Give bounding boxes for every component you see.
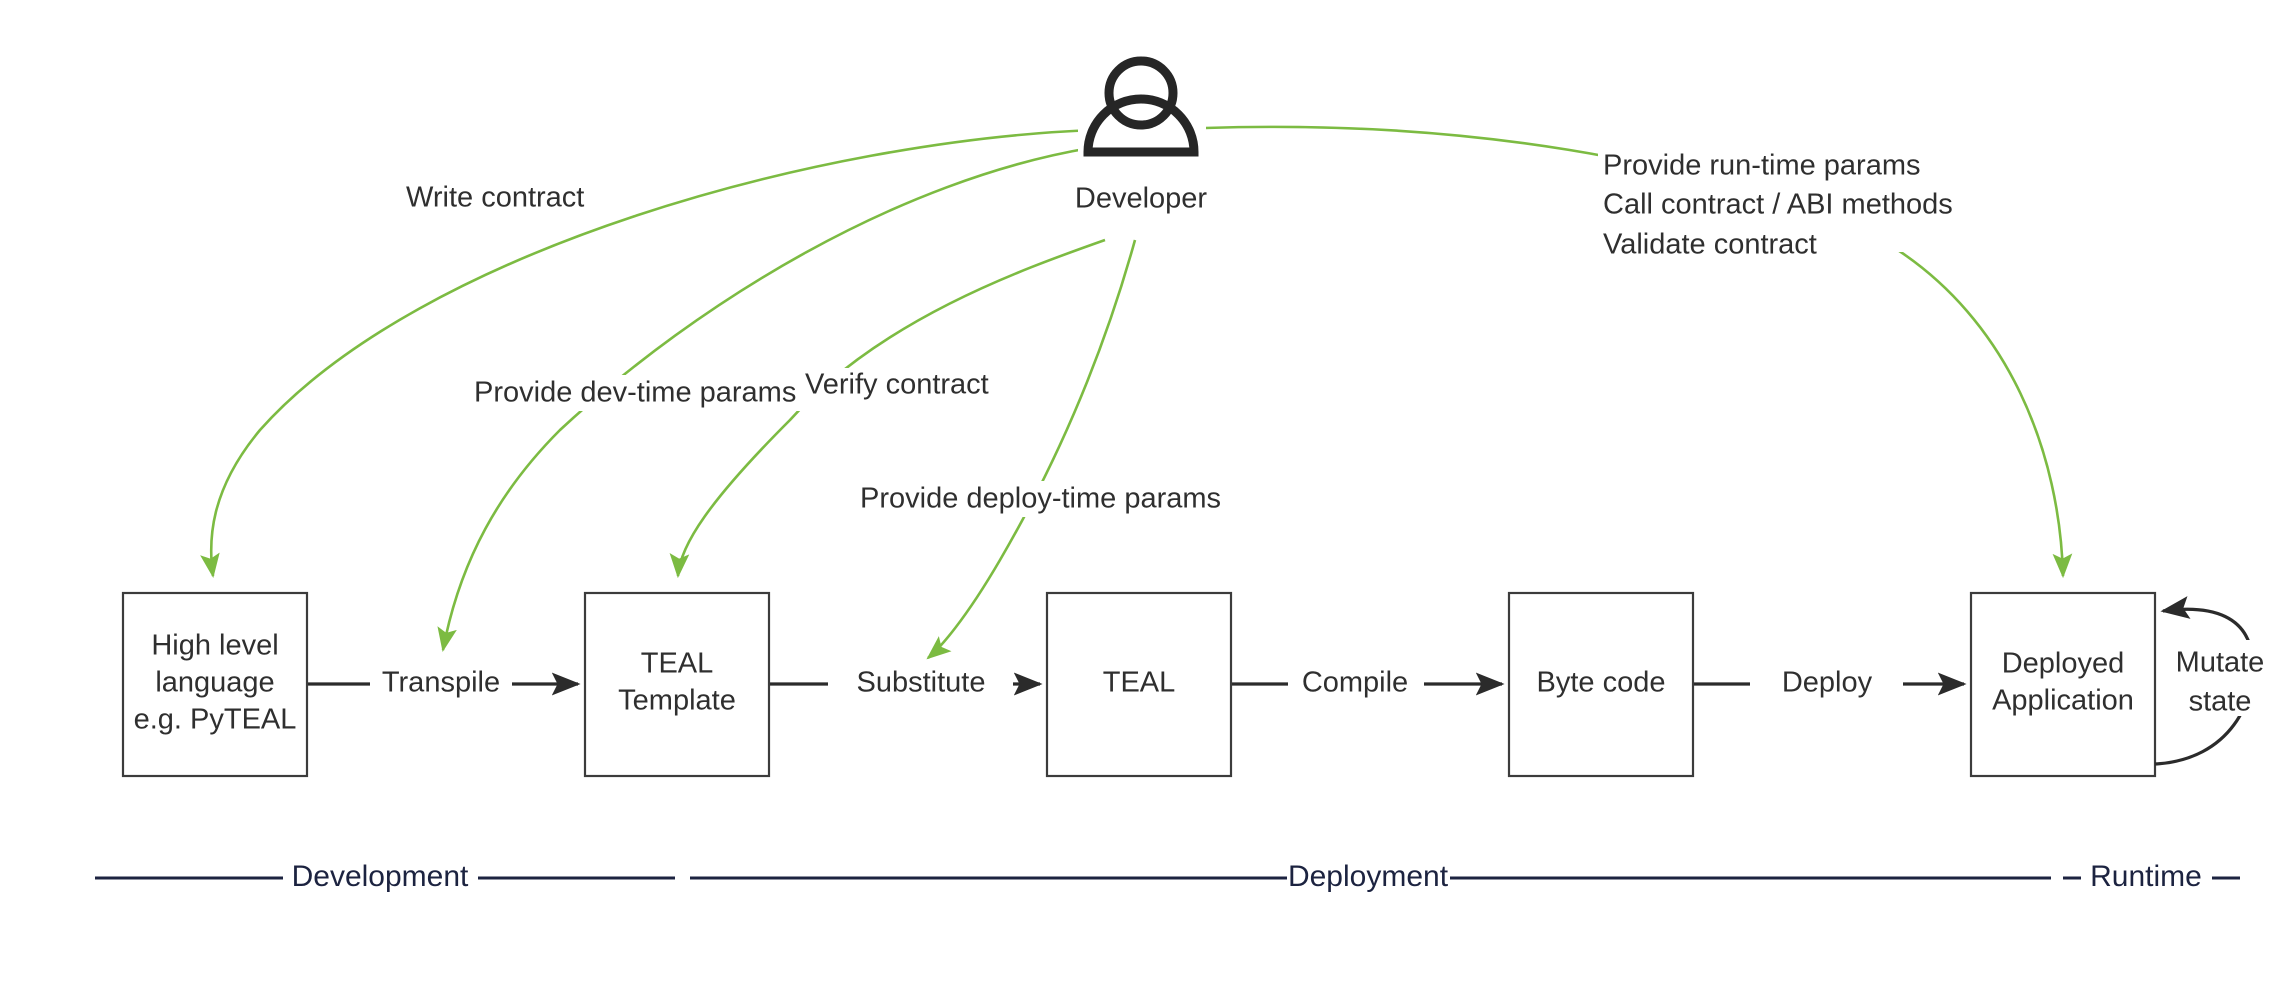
runtime-action-line-2: Call contract / ABI methods (1603, 189, 1953, 221)
mutate-state-label-line-2: state (2189, 686, 2252, 718)
transpile-label: Transpile (382, 667, 500, 699)
write-contract-label: Write contract (406, 182, 584, 214)
node-label-line-1: High level (151, 630, 278, 662)
runtime-label: Runtime (2090, 860, 2202, 893)
node-teal-template[interactable]: TEAL Template (583, 591, 771, 778)
deploy-label: Deploy (1782, 667, 1873, 699)
substitute-label: Substitute (857, 667, 986, 699)
runtime-action-line-3: Validate contract (1603, 229, 1817, 261)
developer-action-labels: Write contract Provide dev-time params V… (400, 140, 1962, 517)
node-label-line-3: e.g. PyTEAL (134, 704, 297, 736)
write-contract-curve (200, 128, 1096, 579)
node-byte-code[interactable]: Byte code (1507, 591, 1695, 778)
deployment-label: Deployment (1288, 860, 1449, 893)
node-label-line-2: Application (1992, 685, 2134, 717)
node-label-line-1: Byte code (1537, 667, 1666, 699)
provide-dev-time-params-label: Provide dev-time params (474, 377, 796, 409)
node-box[interactable] (1045, 591, 1233, 778)
verify-contract-label: Verify contract (805, 369, 989, 401)
person-body-icon (1083, 94, 1199, 157)
provide-deploy-time-params-label: Provide deploy-time params (860, 483, 1221, 515)
mutate-state-label-line-1: Mutate (2176, 647, 2265, 679)
node-deployed-application[interactable]: Deployed Application (1969, 591, 2157, 778)
node-label-line-1: TEAL (641, 648, 714, 680)
node-label-line-2: Template (618, 685, 736, 717)
node-label-line-1: Deployed (2002, 648, 2125, 680)
node-high-level-language[interactable]: High level language e.g. PyTEAL (121, 591, 309, 778)
flow-transitions: Transpile Substitute Compile Deploy (307, 667, 1967, 699)
developer-label: Developer (1075, 183, 1208, 215)
node-box[interactable] (121, 591, 309, 778)
node-label-line-2: language (155, 667, 274, 699)
node-label-line-1: TEAL (1103, 667, 1176, 699)
node-teal[interactable]: TEAL (1045, 591, 1233, 778)
compile-label: Compile (1302, 667, 1408, 699)
development-label: Development (292, 860, 469, 893)
mutate-state-loop: Mutate state (2154, 596, 2287, 766)
developer-actor: Developer (1060, 38, 1222, 216)
phase-ruler: Development Deployment Runtime (95, 860, 2240, 893)
runtime-action-line-1: Provide run-time params (1603, 150, 1921, 182)
node-box[interactable] (1507, 591, 1695, 778)
node-box[interactable] (583, 591, 771, 778)
person-head-icon (1104, 56, 1178, 130)
node-box[interactable] (1969, 591, 2157, 778)
